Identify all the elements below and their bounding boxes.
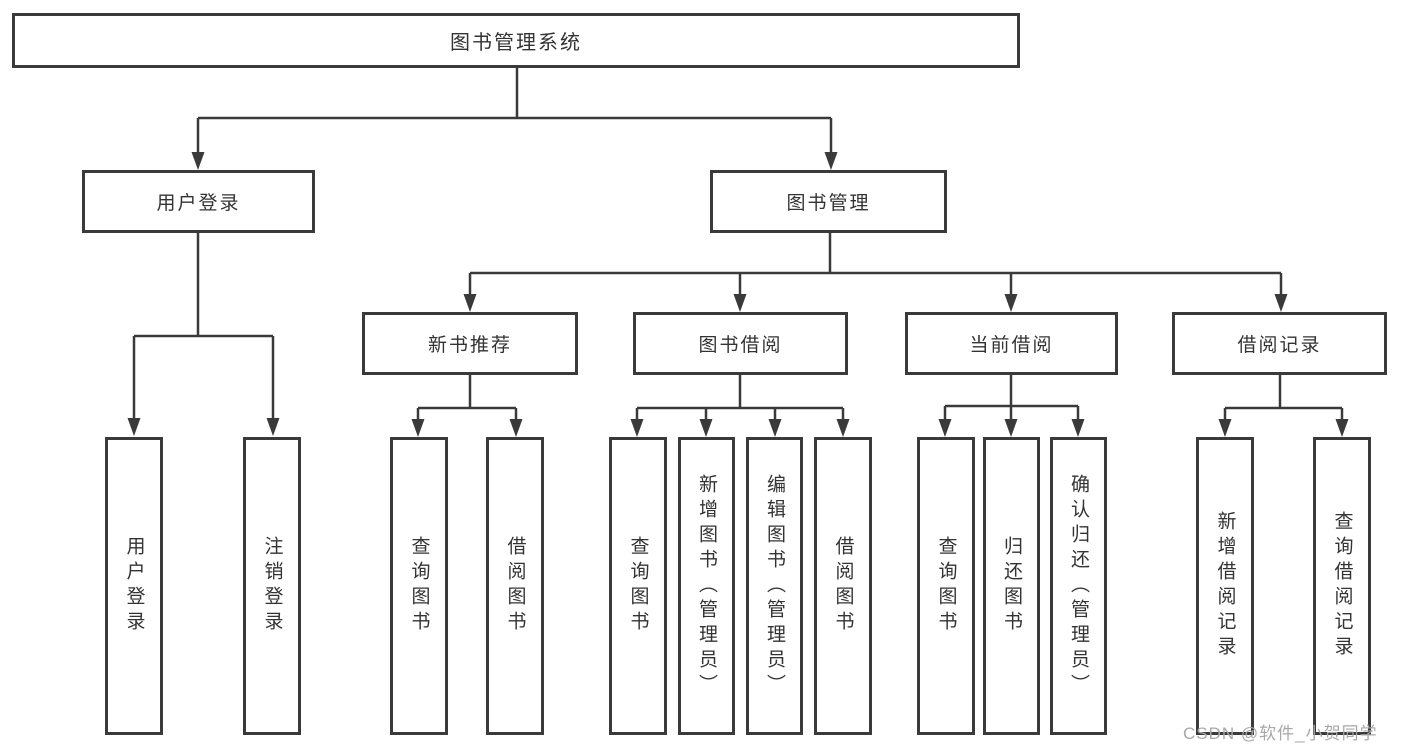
node-label: 借阅图书 [504, 536, 526, 636]
node-label: 查询借阅记录 [1331, 511, 1353, 661]
node-label: 归还图书 [1001, 536, 1022, 636]
leaf-record-add-borrow-record: 新增借阅记录 [1196, 437, 1254, 735]
csdn-watermark: CSDN @软件_小贺同学 [1183, 724, 1378, 743]
node-label: 查询图书 [935, 536, 957, 636]
node-new-book-recommend: 新书推荐 [362, 312, 578, 375]
node-book-borrow: 图书借阅 [633, 312, 848, 375]
node-label: 借阅记录 [1237, 335, 1322, 356]
node-borrow-record: 借阅记录 [1172, 312, 1387, 375]
leaf-user-login: 用户登录 [105, 437, 163, 735]
leaf-newbook-borrow-book: 借阅图书 [486, 437, 544, 735]
node-label: 新增借阅记录 [1214, 511, 1236, 661]
node-label: 借阅图书 [832, 536, 854, 636]
node-user-login: 用户登录 [82, 170, 315, 233]
node-label: 用户登录 [123, 536, 145, 636]
node-label: 查询图书 [627, 536, 649, 636]
node-label: 当前借阅 [969, 335, 1054, 356]
node-label: 用户登录 [156, 193, 241, 214]
leaf-borrow-add-book-admin: 新增图书（管理员） [678, 437, 735, 735]
leaf-logout: 注销登录 [243, 437, 301, 735]
leaf-borrow-borrow-book: 借阅图书 [814, 437, 872, 735]
node-label: 新书推荐 [427, 335, 512, 356]
node-label: 图书管理系统 [450, 32, 582, 54]
node-label: 编辑图书（管理员） [764, 473, 785, 699]
node-label: 图书借阅 [698, 335, 783, 356]
node-current-borrow: 当前借阅 [905, 312, 1118, 375]
leaf-current-query-book: 查询图书 [917, 437, 975, 735]
leaf-current-return-book: 归还图书 [983, 437, 1040, 735]
leaf-borrow-edit-book-admin: 编辑图书（管理员） [746, 437, 803, 735]
node-label: 查询图书 [408, 536, 430, 636]
node-book-management: 图书管理 [710, 170, 947, 233]
leaf-newbook-query-book: 查询图书 [390, 437, 448, 735]
leaf-record-query-borrow-record: 查询借阅记录 [1313, 437, 1371, 735]
node-library-management-system: 图书管理系统 [12, 13, 1020, 68]
node-label: 确认归还（管理员） [1068, 473, 1089, 699]
leaf-borrow-query-book: 查询图书 [609, 437, 667, 735]
node-label: 新增图书（管理员） [696, 473, 717, 699]
node-label: 图书管理 [786, 193, 871, 214]
leaf-current-confirm-return-admin: 确认归还（管理员） [1050, 437, 1107, 735]
node-label: 注销登录 [261, 536, 283, 636]
